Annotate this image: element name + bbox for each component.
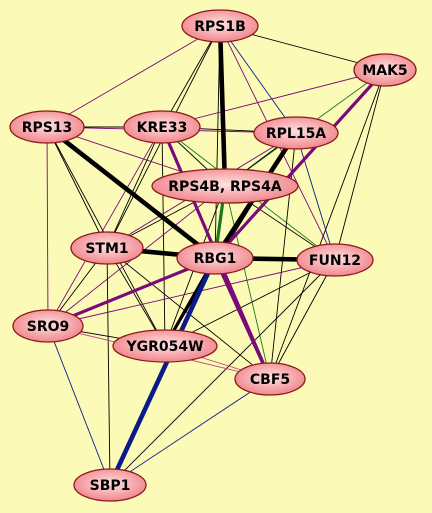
edge-rbg1-cbf5	[213, 256, 272, 381]
node-ellipse[interactable]	[12, 309, 84, 343]
edge-kre33-stm1	[106, 126, 163, 249]
edge-rps13-sro9	[46, 126, 49, 327]
edge-mak5-kre33	[161, 69, 386, 128]
edge-mak5-fun12	[334, 69, 386, 261]
edge-sro9-sbp1	[47, 325, 111, 486]
node-ellipse[interactable]	[296, 243, 374, 277]
node-kre33[interactable]: KRE33	[123, 110, 201, 144]
node-ellipse[interactable]	[151, 168, 299, 204]
node-fun12[interactable]: FUN12	[296, 243, 374, 277]
node-stm1[interactable]: STM1	[70, 231, 144, 265]
edge-rps1b-rps13	[46, 25, 221, 128]
node-ellipse[interactable]	[253, 116, 339, 150]
node-ellipse[interactable]	[73, 468, 147, 502]
edge-rbg1-sbp1	[107, 255, 218, 488]
node-rps13[interactable]: RPS13	[9, 110, 85, 144]
edge-kre33-ygr054w	[161, 126, 166, 347]
edge-kre33-sro9	[47, 126, 163, 327]
edge-rps1b-kre33	[161, 25, 221, 128]
node-rps4b[interactable]: RPS4B, RPS4A	[151, 168, 299, 204]
edge-fun12-cbf5	[269, 259, 336, 380]
node-mak5[interactable]: MAK5	[353, 53, 417, 87]
edge-mak5-cbf5	[269, 69, 386, 380]
node-rbg1[interactable]: RBG1	[176, 241, 254, 275]
edge-rpl15a-fun12	[295, 132, 336, 261]
edge-rps1b-rps4b	[217, 23, 228, 189]
node-ellipse[interactable]	[353, 53, 417, 87]
node-ellipse[interactable]	[112, 329, 218, 363]
edge-rps13-stm1	[46, 126, 108, 249]
node-sbp1[interactable]: SBP1	[73, 468, 147, 502]
edge-rps13-rbg1	[44, 124, 218, 261]
node-rpl15a[interactable]: RPL15A	[253, 116, 339, 150]
node-rps1b[interactable]: RPS1B	[181, 9, 259, 43]
node-ellipse[interactable]	[181, 9, 259, 43]
node-ellipse[interactable]	[234, 362, 306, 396]
node-cbf5[interactable]: CBF5	[234, 362, 306, 396]
edge-fun12-sbp1	[109, 259, 336, 486]
edge-stm1-sbp1	[106, 247, 111, 486]
edge-mak5-rbg1	[213, 68, 387, 260]
node-ellipse[interactable]	[176, 241, 254, 275]
edge-cbf5-sbp1	[109, 378, 271, 486]
edge-rps1b-rpl15a	[219, 25, 297, 134]
node-ellipse[interactable]	[70, 231, 144, 265]
node-sro9[interactable]: SRO9	[12, 309, 84, 343]
edge-fun12-ygr054w	[164, 259, 336, 347]
node-ellipse[interactable]	[123, 110, 201, 144]
edge-rps4b-cbf5	[224, 185, 271, 380]
node-ygr054w[interactable]: YGR054W	[112, 329, 218, 363]
node-ellipse[interactable]	[9, 110, 85, 144]
edge-fun12-sro9	[47, 259, 336, 327]
